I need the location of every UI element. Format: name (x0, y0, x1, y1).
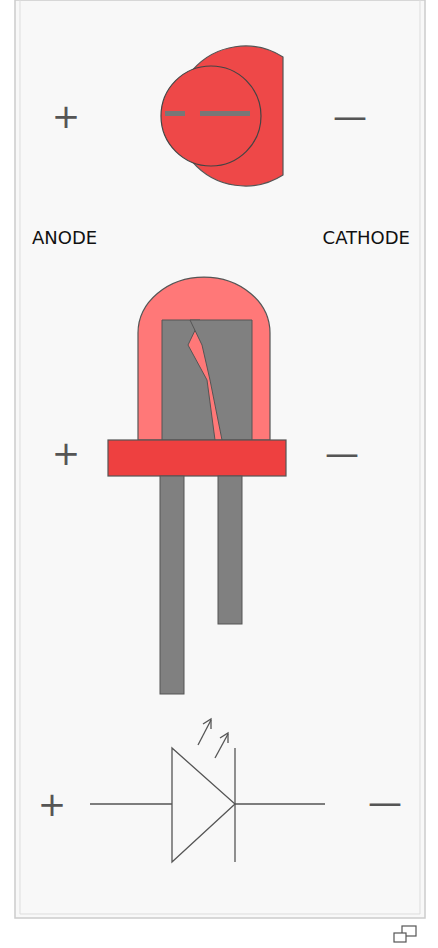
cathode-sign: — (333, 99, 367, 133)
anode-sign: + (52, 436, 81, 470)
anode-label: ANODE (32, 229, 97, 247)
cathode-sign: — (325, 436, 359, 470)
anode-sign: + (38, 787, 67, 821)
anode-sign: + (52, 99, 81, 133)
cathode-label: CATHODE (323, 229, 410, 247)
cathode-sign: — (368, 785, 402, 819)
